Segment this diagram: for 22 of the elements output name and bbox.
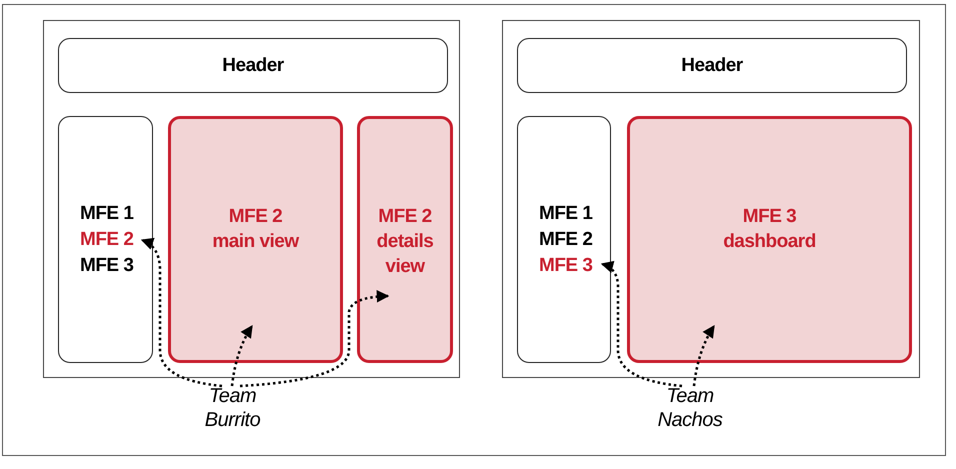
page-frame — [43, 20, 460, 378]
content-panel: MFE 2 details view — [357, 116, 453, 363]
menu-item: MFE 2 — [539, 227, 609, 252]
sidebar-panel — [58, 116, 153, 363]
menu-item: MFE 3 — [80, 253, 150, 278]
menu-item: MFE 1 — [539, 201, 609, 226]
page-frame — [502, 20, 920, 378]
menu-item: MFE 1 — [80, 201, 150, 226]
team-label: Team Nachos — [640, 382, 740, 434]
team-label: Team Burrito — [185, 382, 280, 434]
dotted-arrow — [240, 290, 390, 388]
dotted-arrow — [230, 324, 254, 386]
header-bar: Header — [517, 38, 907, 93]
sidebar-panel — [517, 116, 611, 363]
dotted-arrow — [140, 238, 222, 388]
menu-item: MFE 2 — [80, 227, 142, 252]
content-panel: MFE 2 main view — [168, 116, 343, 363]
menu-item: MFE 3 — [539, 253, 601, 278]
header-bar: Header — [58, 38, 448, 93]
dotted-arrow — [692, 324, 716, 386]
dotted-arrow — [600, 261, 682, 388]
content-panel: MFE 3 dashboard — [627, 116, 912, 363]
